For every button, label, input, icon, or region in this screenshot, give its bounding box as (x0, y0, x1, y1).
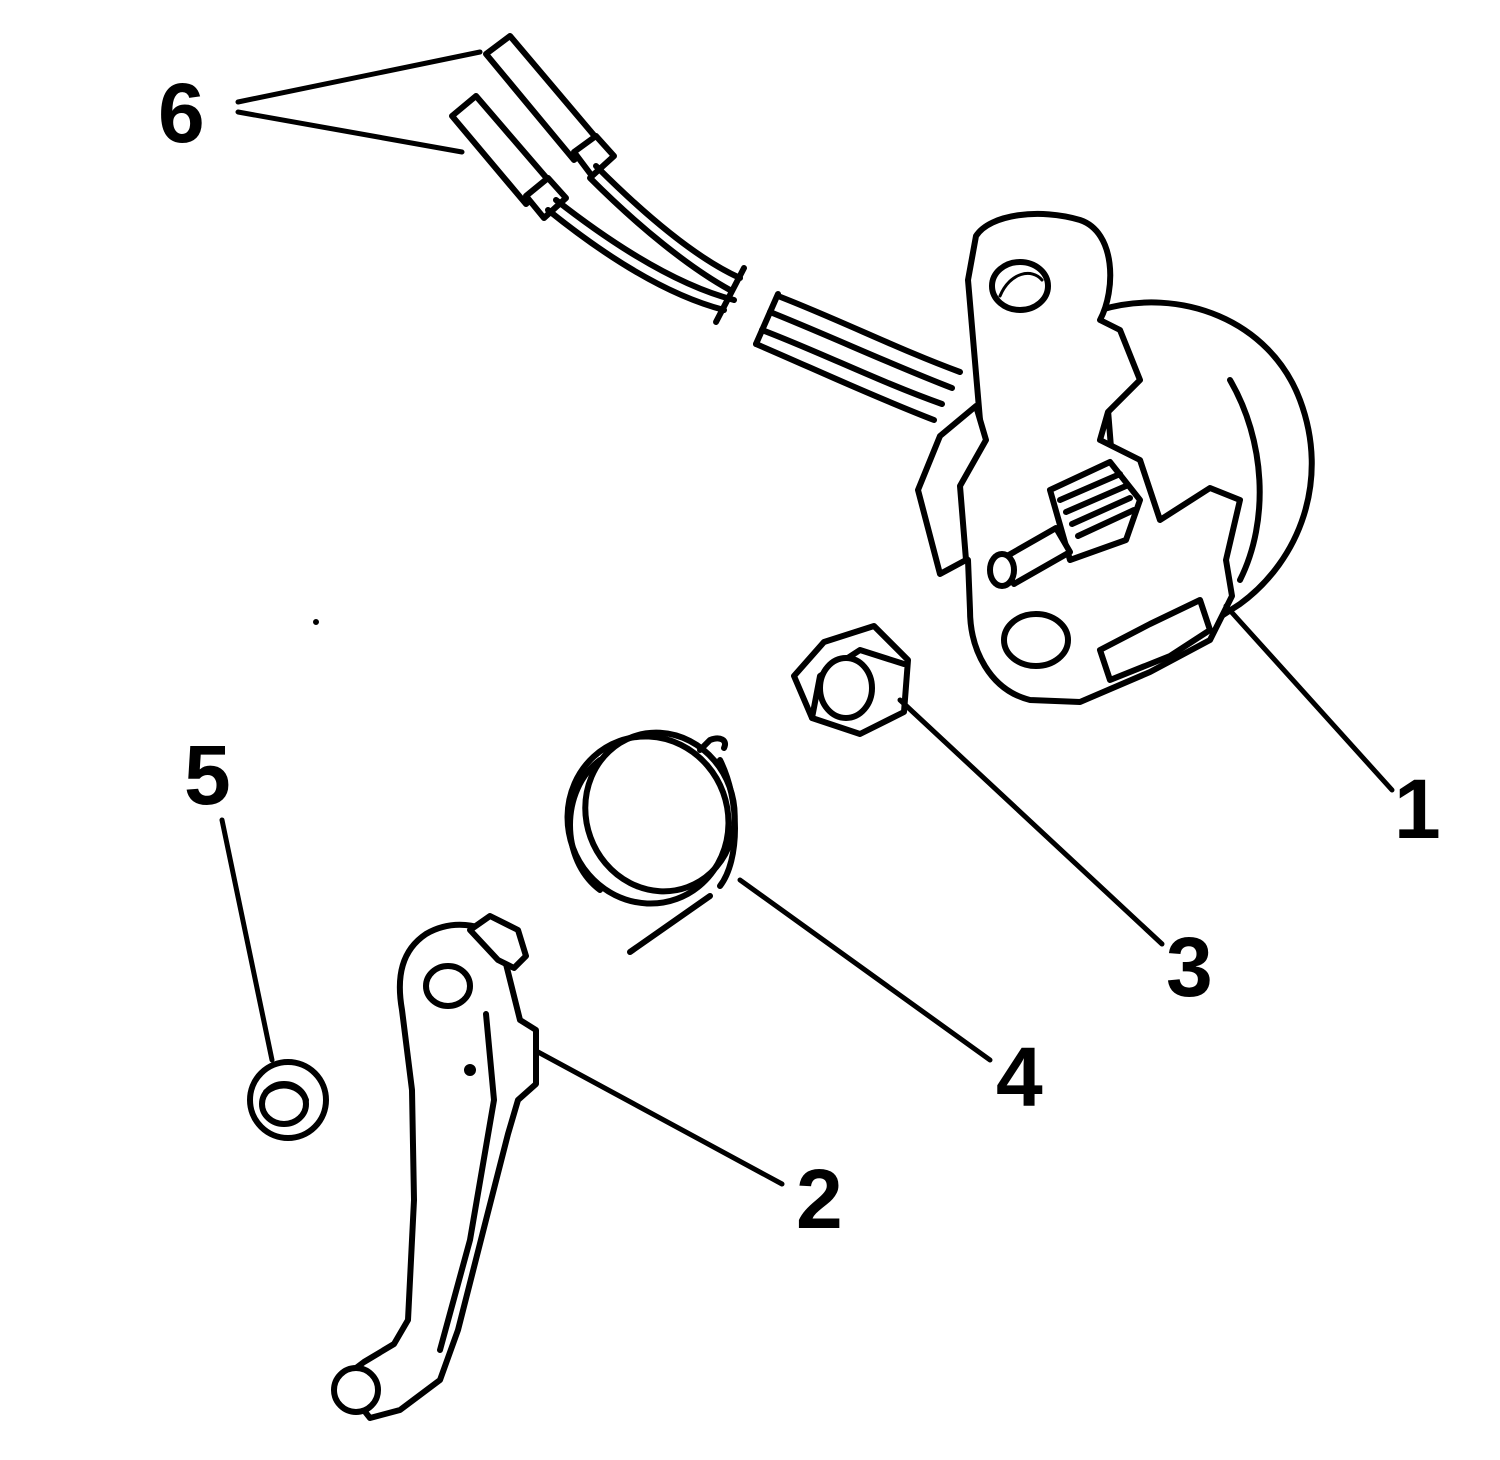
callout-5: 5 (184, 728, 231, 822)
callout-2: 2 (796, 1152, 843, 1246)
callout-6: 6 (158, 66, 205, 160)
washer-clip (247, 1059, 329, 1141)
leader-line-6a (235, 49, 483, 105)
hex-nut (791, 623, 911, 737)
lever-arm (331, 913, 539, 1421)
leader-line-5 (219, 817, 275, 1063)
callout-1: 1 (1394, 762, 1441, 856)
callout-3: 3 (1166, 920, 1213, 1014)
torsion-spring (564, 729, 738, 955)
wire-connectors (449, 33, 963, 423)
callout-labels: 6 1 3 4 2 5 (158, 66, 1441, 1246)
callout-4: 4 (996, 1030, 1043, 1124)
leader-line-1 (1223, 603, 1395, 793)
leader-lines (219, 49, 1395, 1187)
stray-dot (313, 619, 319, 625)
leader-line-4 (737, 877, 993, 1063)
leader-line-6b (235, 109, 465, 155)
leader-line-3 (897, 697, 1165, 947)
leader-line-2 (535, 1049, 785, 1187)
switch-housing (915, 210, 1315, 705)
